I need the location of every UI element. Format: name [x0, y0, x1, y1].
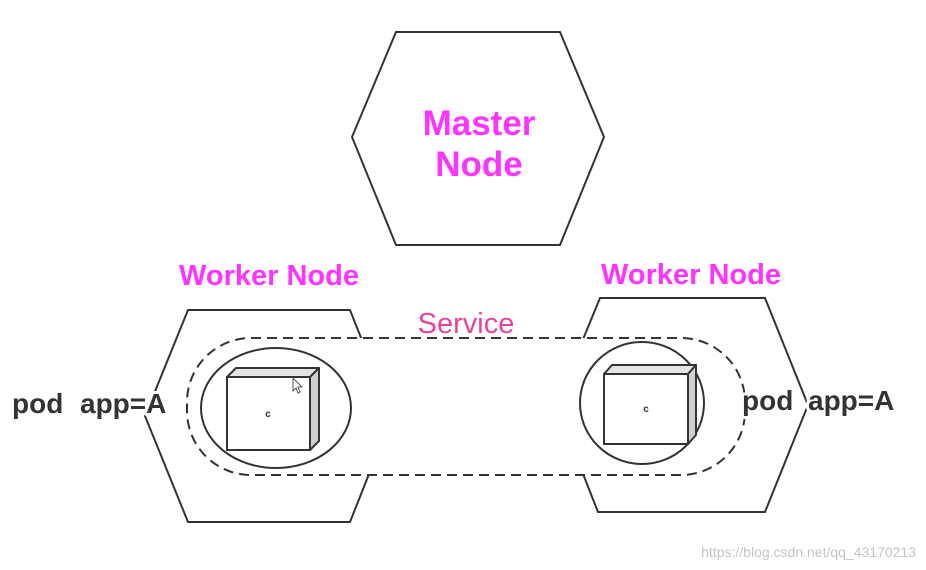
- master-node-hexagon: [350, 31, 606, 246]
- container-left-cube-side: [309, 367, 320, 451]
- pod-right-word: pod: [742, 385, 793, 416]
- container-left-label: c: [265, 409, 271, 420]
- pod-left: c: [200, 347, 352, 469]
- container-right-label: c: [643, 404, 649, 415]
- worker-node-right-label: Worker Node: [601, 259, 781, 291]
- container-left-cube: c: [226, 367, 320, 451]
- container-right-cube-front: [603, 373, 689, 445]
- container-left-cube-top: [226, 367, 320, 378]
- cursor-icon: [292, 376, 304, 394]
- service-label: Service: [418, 308, 515, 340]
- master-node-title-line2: Node: [435, 145, 523, 184]
- container-right-cube: c: [603, 364, 697, 445]
- container-right-cube-top: [603, 364, 697, 375]
- worker-node-left-label: Worker Node: [179, 260, 359, 292]
- master-node-title-line1: Master: [423, 104, 536, 143]
- watermark-url: https://blog.csdn.net/qq_43170213: [701, 544, 916, 560]
- pod-left-selector: app=A: [80, 388, 166, 419]
- pod-right-selector: app=A: [808, 385, 894, 416]
- container-right-cube-side: [687, 364, 697, 445]
- pod-right: c: [579, 341, 705, 465]
- pod-left-word: pod: [12, 388, 63, 419]
